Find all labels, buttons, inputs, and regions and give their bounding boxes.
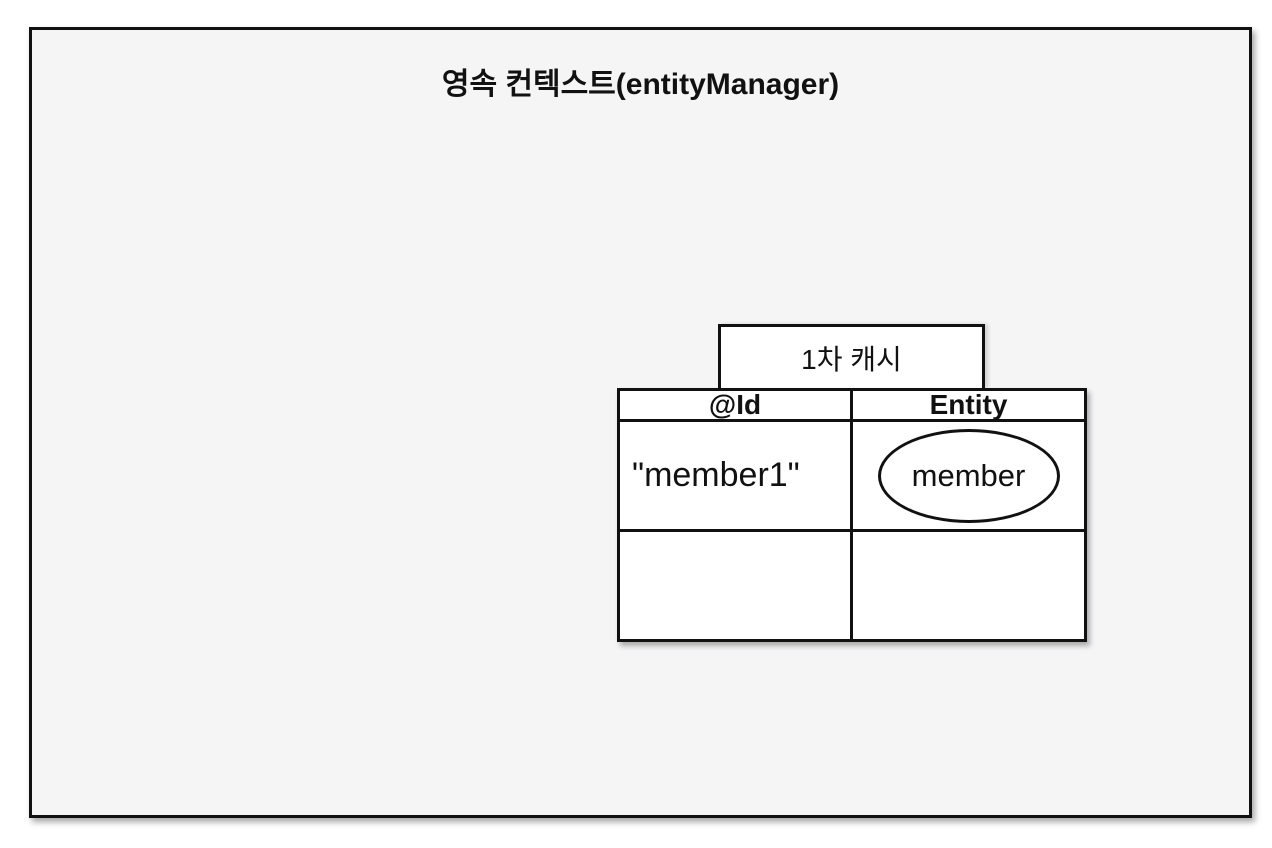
persistence-context-box: 영속 컨텍스트(entityManager) 1차 캐시 @Id Entity … [29,27,1252,818]
table-header-row: @Id Entity [620,391,1084,419]
member-entity-label: member [911,457,1026,493]
first-level-cache-box: 1차 캐시 [718,324,985,388]
table-row: "member1" member [620,419,1084,529]
table-row [620,529,1084,639]
first-level-cache-table: @Id Entity "member1" member [617,388,1087,642]
id-cell [620,532,850,639]
first-level-cache-label: 1차 캐시 [801,343,902,375]
id-cell: "member1" [632,456,800,494]
member-entity-ellipse: member [877,428,1060,523]
entity-column-header: Entity [850,391,1084,419]
entity-cell [850,532,1084,639]
id-column-header: @Id [708,391,762,419]
entity-cell: member [850,422,1084,529]
persistence-context-title: 영속 컨텍스트(entityManager) [441,68,840,101]
